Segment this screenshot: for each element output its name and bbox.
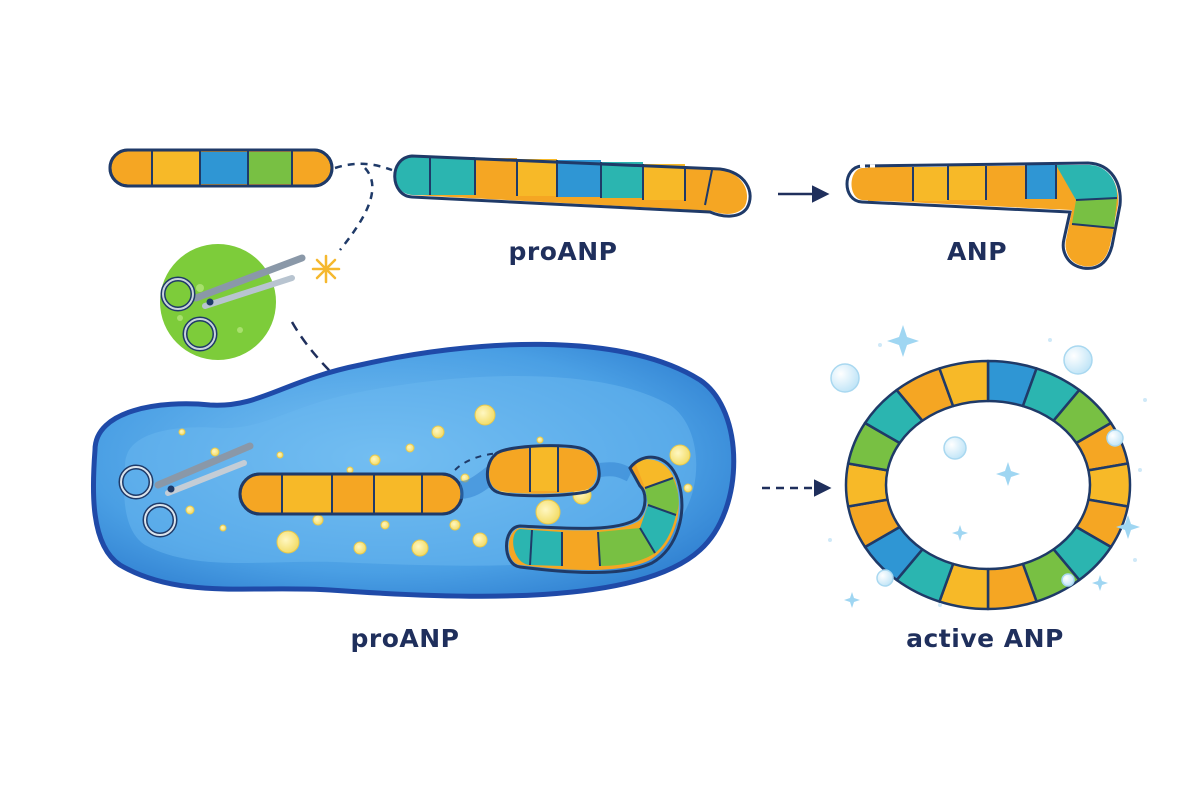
bubble-icon <box>1106 429 1124 447</box>
proanp-chain-top <box>393 154 752 218</box>
bubble-icon <box>876 569 894 587</box>
bubble-icon <box>1061 573 1075 587</box>
sparkle-icon <box>952 525 968 541</box>
bubble-icon <box>943 436 967 460</box>
bubble-icon <box>1063 345 1093 375</box>
granules <box>178 404 693 557</box>
sparkle-icon <box>844 592 860 608</box>
label-proanp-top: proANP <box>508 237 618 266</box>
cleavage-link <box>334 162 393 172</box>
spark-icon <box>311 254 341 284</box>
sparkle-icon <box>887 325 919 357</box>
sparkles <box>844 325 1140 608</box>
proanp-chain-cell <box>238 444 684 574</box>
sparkle-icon <box>1116 515 1140 539</box>
sparkle-icon <box>996 462 1020 486</box>
anp-chain <box>845 161 1122 270</box>
bubble-icon <box>830 363 860 393</box>
bubbles <box>830 345 1124 587</box>
short-peptide-chain <box>108 148 334 188</box>
sparkle-icon <box>1092 575 1108 591</box>
cleavage-path <box>339 167 374 251</box>
label-active-anp: active ANP <box>906 624 1064 653</box>
scissors-icon <box>118 442 254 538</box>
enzyme-top <box>160 244 306 360</box>
active-anp-ring <box>844 359 1132 611</box>
scissors-icon <box>160 254 306 352</box>
label-anp: ANP <box>946 237 1008 266</box>
label-proanp-bottom: proANP <box>350 624 460 653</box>
ring-segment <box>938 359 990 408</box>
